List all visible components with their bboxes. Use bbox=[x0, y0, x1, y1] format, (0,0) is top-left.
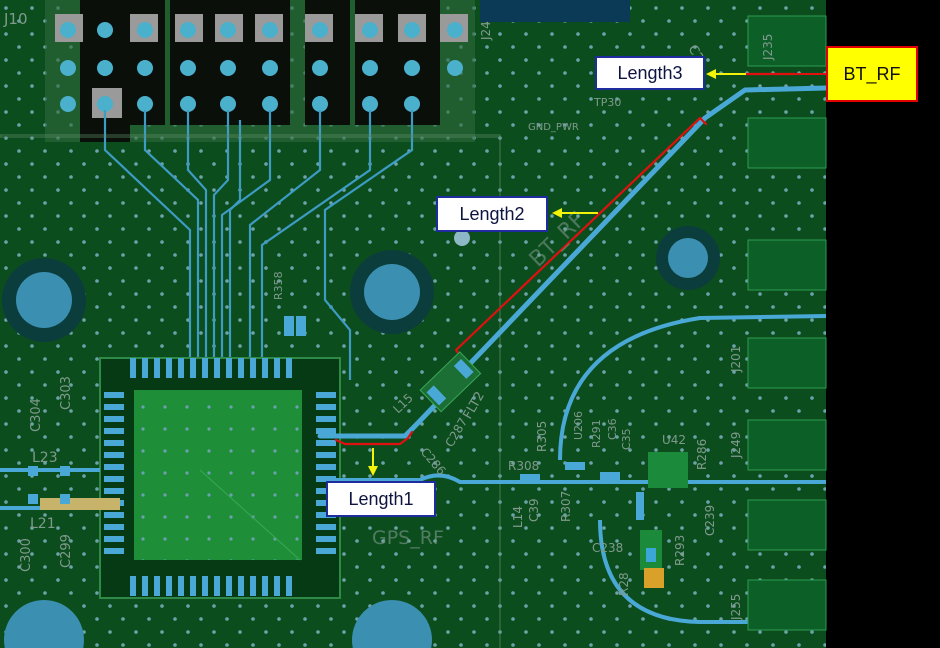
top-edge-keepout bbox=[480, 0, 630, 22]
filter-flt2 bbox=[419, 351, 482, 413]
silk-c300: C300 bbox=[19, 538, 34, 572]
silk-j235: J235 bbox=[761, 34, 775, 61]
silk-c299: C299 bbox=[59, 534, 74, 568]
silk-r293: R293 bbox=[673, 535, 687, 566]
silk-r286: R286 bbox=[695, 439, 709, 470]
callout-length3: Length3 bbox=[595, 56, 705, 90]
silk-u42: U42 bbox=[662, 433, 686, 447]
silk-j10: J10 bbox=[3, 10, 28, 28]
silk-c304: C304 bbox=[29, 398, 44, 432]
silk-r305: R305 bbox=[535, 421, 549, 452]
right-black-margin bbox=[826, 0, 940, 648]
callout-length2: Length2 bbox=[436, 196, 548, 232]
silk-l14: L14 bbox=[511, 506, 525, 528]
silk-c35: C35 bbox=[620, 428, 633, 450]
silk-r308: R308 bbox=[508, 459, 539, 473]
silk-l23: L23 bbox=[32, 450, 58, 466]
silk-c36: C36 bbox=[606, 418, 619, 440]
silk-c303: C303 bbox=[59, 376, 74, 410]
silk-gnd-pwr: GND_PWR bbox=[528, 122, 579, 133]
arrow-length3 bbox=[706, 69, 746, 79]
rf-front-end-components bbox=[284, 316, 688, 588]
mounting-holes bbox=[2, 226, 720, 648]
arrow-length1 bbox=[368, 448, 378, 476]
silk-j201: J201 bbox=[729, 346, 743, 373]
silk-c239: C239 bbox=[703, 505, 717, 536]
left-passives bbox=[28, 466, 120, 510]
silk-l21: L21 bbox=[30, 516, 56, 532]
header-connector-j10 bbox=[45, 0, 475, 142]
silk-tp30: TP30 bbox=[593, 96, 621, 109]
right-connector-pads bbox=[747, 15, 827, 631]
silk-j249: J249 bbox=[729, 432, 743, 459]
silk-u206: U206 bbox=[572, 411, 585, 440]
net-label-bt-rf: BT_RF bbox=[826, 46, 918, 102]
silk-r291: R291 bbox=[590, 419, 603, 448]
silk-r358: R358 bbox=[272, 271, 285, 300]
silk-j24: J24 bbox=[479, 21, 493, 41]
silk-c238: C238 bbox=[592, 541, 623, 555]
silk-c39: C39 bbox=[527, 498, 541, 522]
silk-gps-rf: GPS_RF bbox=[372, 527, 444, 549]
arrow-length2 bbox=[552, 208, 598, 218]
ic-package bbox=[99, 357, 341, 599]
annotation-arrows bbox=[368, 69, 826, 476]
silk-r28: R28 bbox=[617, 572, 631, 596]
silk-r307: R307 bbox=[559, 491, 573, 522]
callout-length1: Length1 bbox=[326, 481, 436, 517]
silk-j255: J255 bbox=[729, 594, 743, 621]
signal-bus-traces bbox=[103, 110, 414, 380]
